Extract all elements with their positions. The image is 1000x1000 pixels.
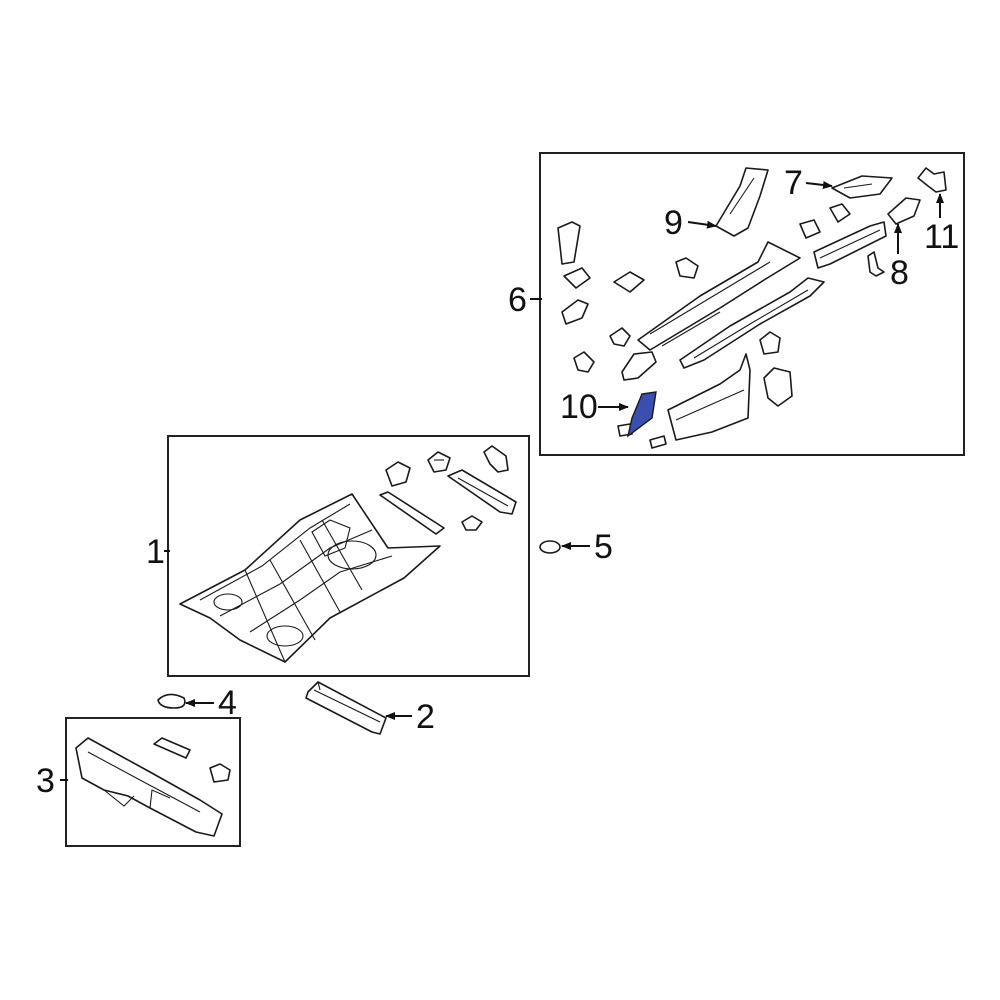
- callout-7: 7: [784, 164, 803, 202]
- part-7-detail: [843, 183, 873, 189]
- callout-6: 6: [508, 281, 527, 319]
- callout-8: 8: [890, 254, 909, 292]
- callout-4: 4: [218, 684, 237, 722]
- part-3-crossmember: [75, 737, 231, 837]
- part-9-detail: [729, 177, 755, 215]
- part-10-bracket-highlighted: [626, 391, 657, 438]
- callout-1: 1: [146, 533, 165, 571]
- group-box-3: [65, 717, 241, 847]
- callout-10: 10: [560, 388, 598, 426]
- part-4-plug: [157, 693, 186, 709]
- part-8-reinforcement: [887, 197, 921, 225]
- part-1-floor-pan: [179, 493, 441, 663]
- group-box-6: [539, 152, 965, 456]
- callout-11: 11: [924, 218, 959, 256]
- group-box-1: [167, 435, 530, 677]
- part-9-extension: [715, 167, 769, 237]
- part-2-rail: [305, 681, 387, 735]
- part-11-bracket: [917, 167, 947, 193]
- callout-9: 9: [664, 204, 683, 242]
- leader-lines: [60, 180, 944, 781]
- callout-3: 3: [36, 762, 55, 800]
- part-7-bracket: [831, 175, 893, 199]
- part-6-brackets: [557, 203, 885, 449]
- callout-5: 5: [594, 528, 613, 566]
- part-1-subparts: [379, 445, 517, 535]
- part-6-rail-assembly: [637, 221, 887, 441]
- callout-2: 2: [416, 698, 435, 736]
- part-5-plug: [539, 540, 561, 554]
